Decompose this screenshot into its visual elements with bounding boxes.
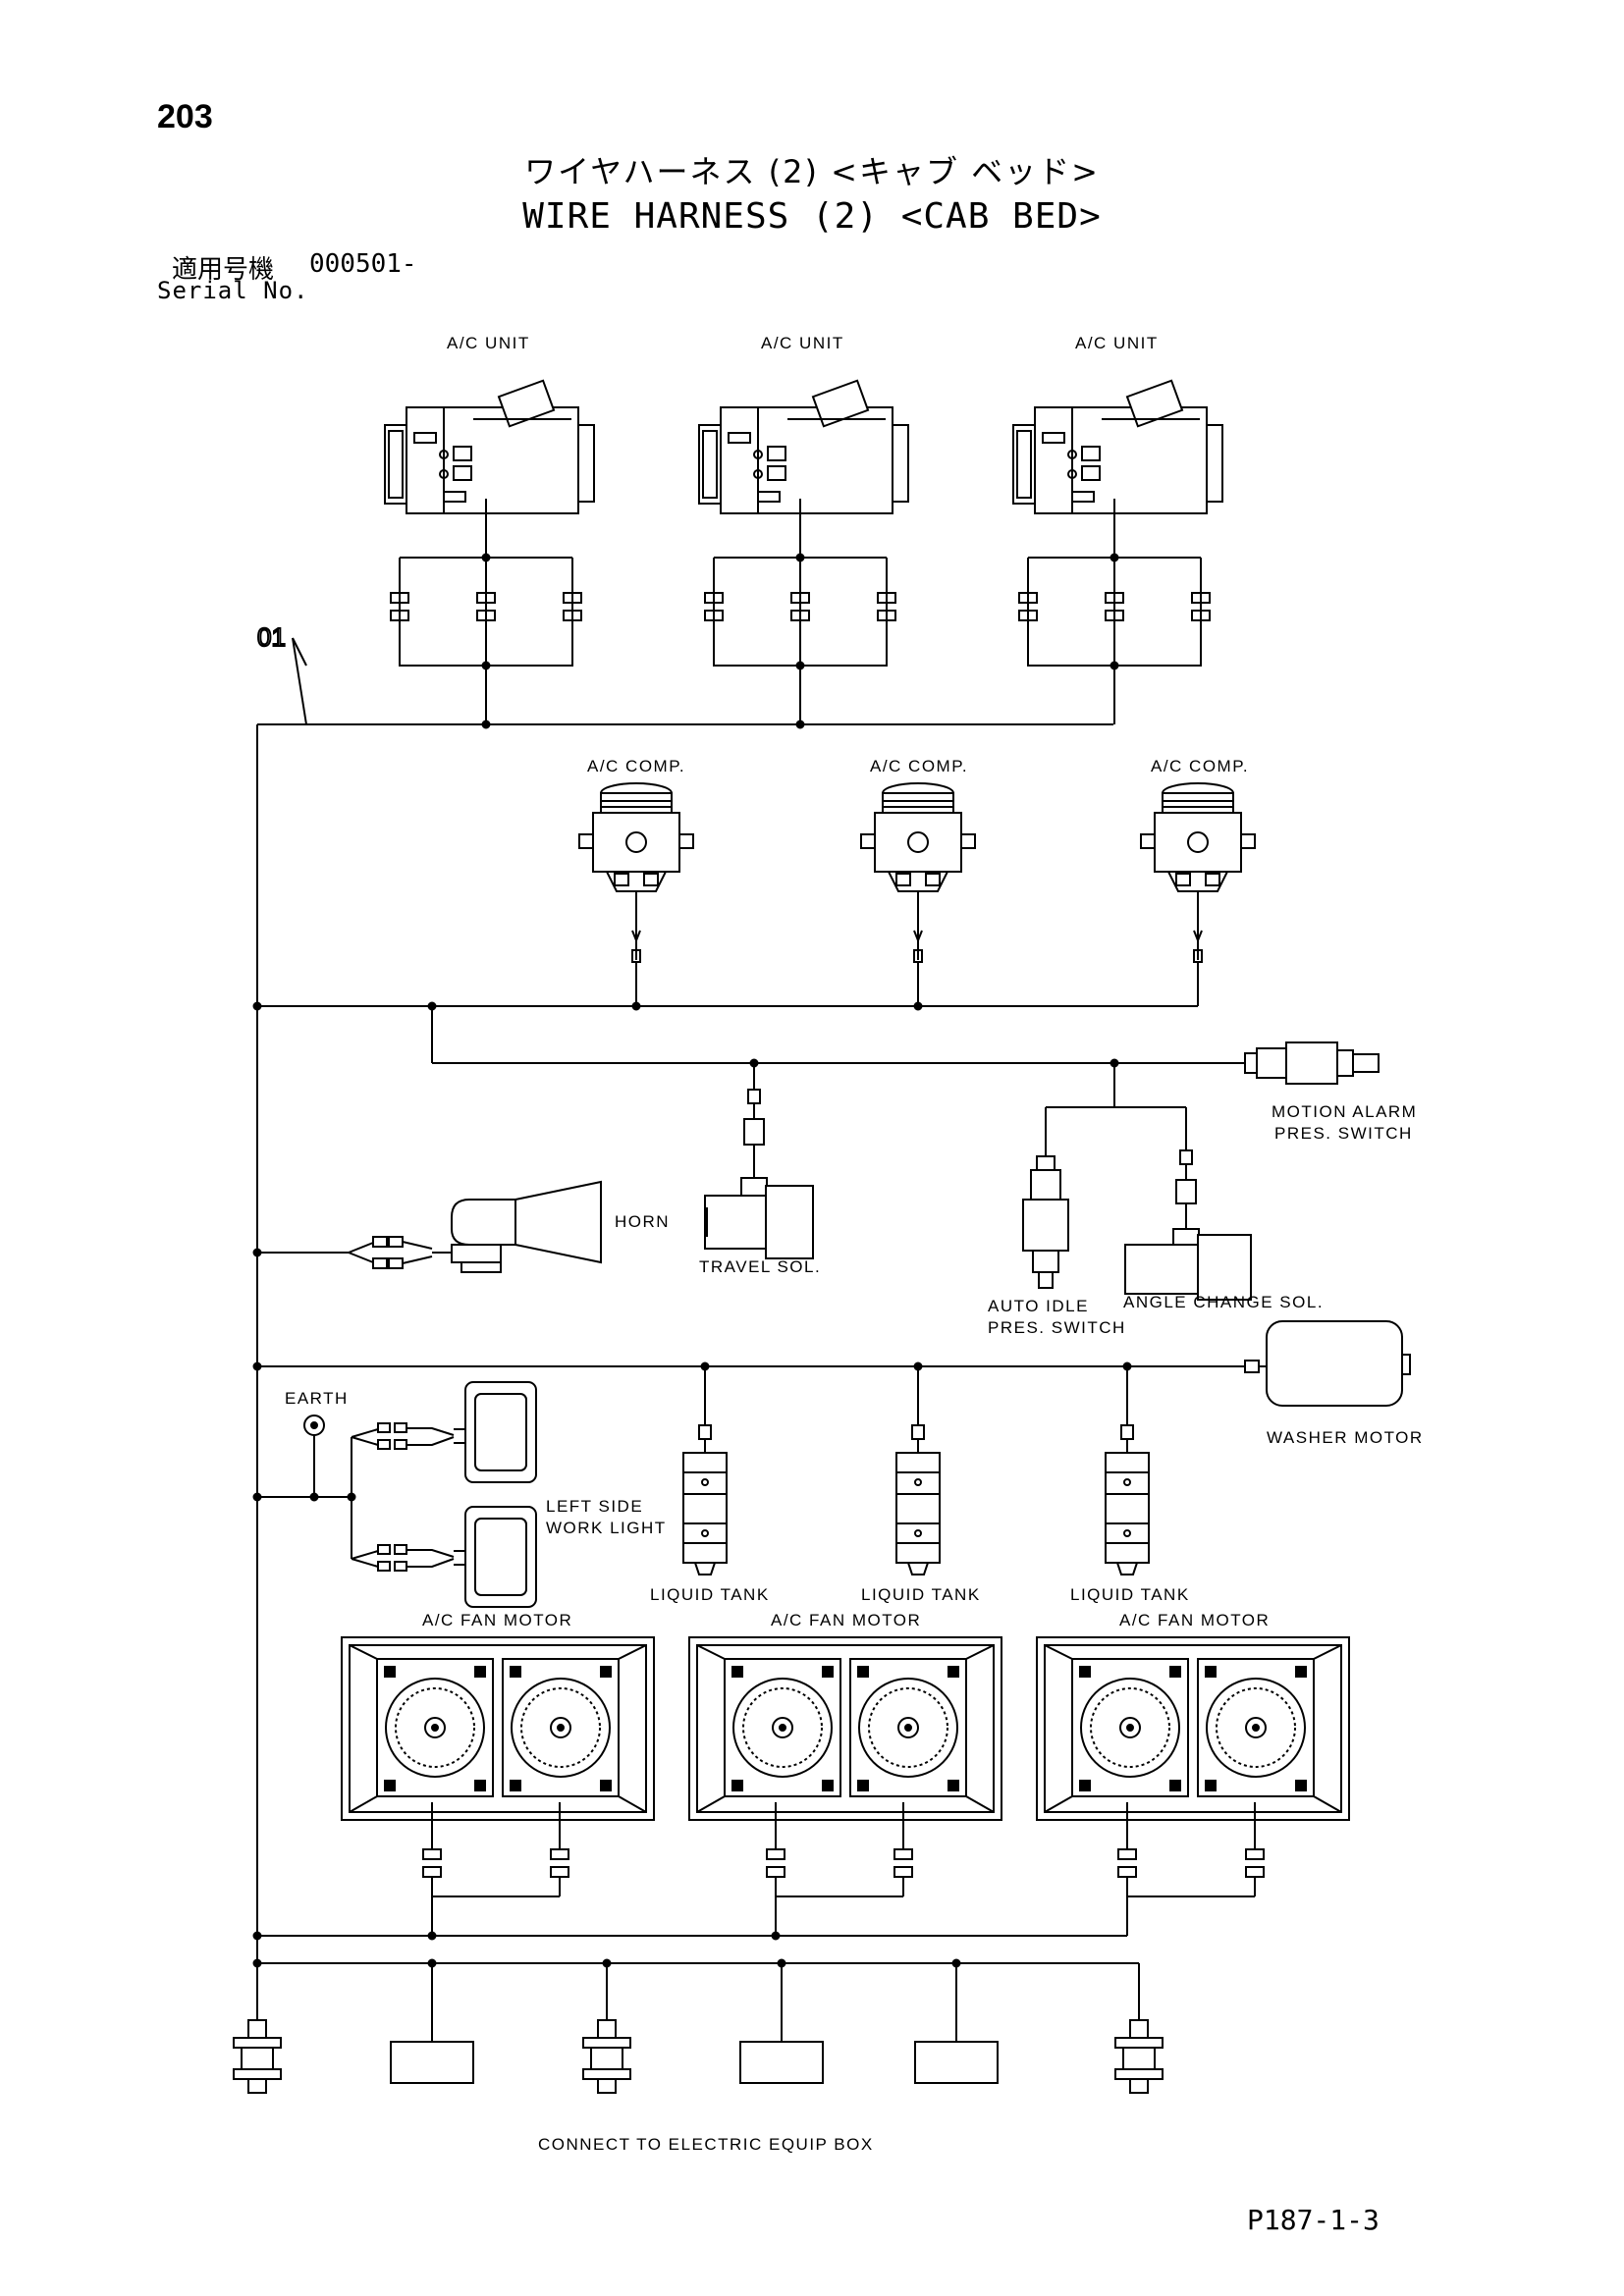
earth-icon bbox=[303, 1415, 325, 1497]
page-number: 203 bbox=[157, 98, 213, 135]
fan-motor-icon bbox=[1036, 1636, 1350, 1821]
label-ac-comp: A/C COMP. bbox=[870, 757, 968, 775]
work-light-icon bbox=[454, 1506, 537, 1608]
connector-icon bbox=[582, 2019, 631, 2094]
connector-icon bbox=[739, 2041, 824, 2084]
label-travel-sol: TRAVEL SOL. bbox=[699, 1257, 821, 1276]
liquid-tank-icon bbox=[895, 1424, 941, 1575]
label-ac-unit: A/C UNIT bbox=[1075, 334, 1159, 352]
label-ac-unit: A/C UNIT bbox=[447, 334, 530, 352]
label-horn: HORN bbox=[615, 1212, 670, 1231]
label-pres-switch: PRES. SWITCH bbox=[1274, 1124, 1413, 1143]
washer-motor-icon bbox=[1259, 1320, 1411, 1407]
ac-compressor-icon bbox=[860, 782, 976, 963]
connector-icon bbox=[390, 2041, 474, 2084]
label-liquid-tank: LIQUID TANK bbox=[861, 1585, 981, 1604]
title-english: WIRE HARNESS (2) <CAB BED> bbox=[522, 196, 1102, 237]
ac-unit-icon bbox=[698, 379, 909, 514]
label-liquid-tank: LIQUID TANK bbox=[1070, 1585, 1190, 1604]
solenoid-icon bbox=[1124, 1228, 1252, 1301]
label-connect-box: CONNECT TO ELECTRIC EQUIP BOX bbox=[538, 2135, 874, 2154]
connector-icon bbox=[1114, 2019, 1164, 2094]
label-ac-unit: A/C UNIT bbox=[761, 334, 844, 352]
serial-label-japanese: 適用号機 bbox=[172, 255, 275, 285]
ac-compressor-icon bbox=[578, 782, 694, 963]
label-motion-alarm: MOTION ALARM bbox=[1272, 1102, 1417, 1121]
pressure-switch-icon bbox=[1022, 1155, 1069, 1289]
horn-icon bbox=[432, 1180, 602, 1273]
label-pres-switch: PRES. SWITCH bbox=[988, 1318, 1126, 1337]
work-light-icon bbox=[454, 1381, 537, 1483]
label-ac-fan-motor: A/C FAN MOTOR bbox=[771, 1611, 921, 1629]
title-japanese: ワイヤハーネス (2) <キャブ ベッド> bbox=[524, 153, 1100, 190]
ac-unit-icon bbox=[1012, 379, 1223, 514]
label-work-light: WORK LIGHT bbox=[546, 1519, 667, 1537]
page-reference: P187-1-3 bbox=[1247, 2204, 1380, 2236]
label-left-side: LEFT SIDE bbox=[546, 1497, 643, 1516]
connector-icon bbox=[914, 2041, 999, 2084]
label-auto-idle: AUTO IDLE bbox=[988, 1297, 1089, 1315]
ac-compressor-icon bbox=[1140, 782, 1256, 963]
label-earth: EARTH bbox=[285, 1389, 349, 1408]
liquid-tank-icon bbox=[1105, 1424, 1150, 1575]
label-ac-comp: A/C COMP. bbox=[587, 757, 685, 775]
label-washer-motor: WASHER MOTOR bbox=[1267, 1428, 1424, 1447]
fan-motor-icon bbox=[341, 1636, 655, 1821]
serial-value: 000501- bbox=[309, 249, 417, 279]
connector-icon bbox=[233, 2019, 282, 2094]
callout-01: 01 bbox=[257, 622, 286, 652]
label-angle-change-sol: ANGLE CHANGE SOL. bbox=[1123, 1293, 1324, 1311]
label-ac-fan-motor: A/C FAN MOTOR bbox=[422, 1611, 572, 1629]
ac-unit-icon bbox=[384, 379, 595, 514]
serial-label-english: Serial No. bbox=[157, 277, 309, 304]
fan-motor-icon bbox=[688, 1636, 1002, 1821]
solenoid-icon bbox=[704, 1177, 814, 1259]
label-liquid-tank: LIQUID TANK bbox=[650, 1585, 770, 1604]
pressure-switch-icon bbox=[1244, 1041, 1380, 1085]
label-ac-fan-motor: A/C FAN MOTOR bbox=[1119, 1611, 1270, 1629]
liquid-tank-icon bbox=[682, 1424, 728, 1575]
label-ac-comp: A/C COMP. bbox=[1151, 757, 1249, 775]
